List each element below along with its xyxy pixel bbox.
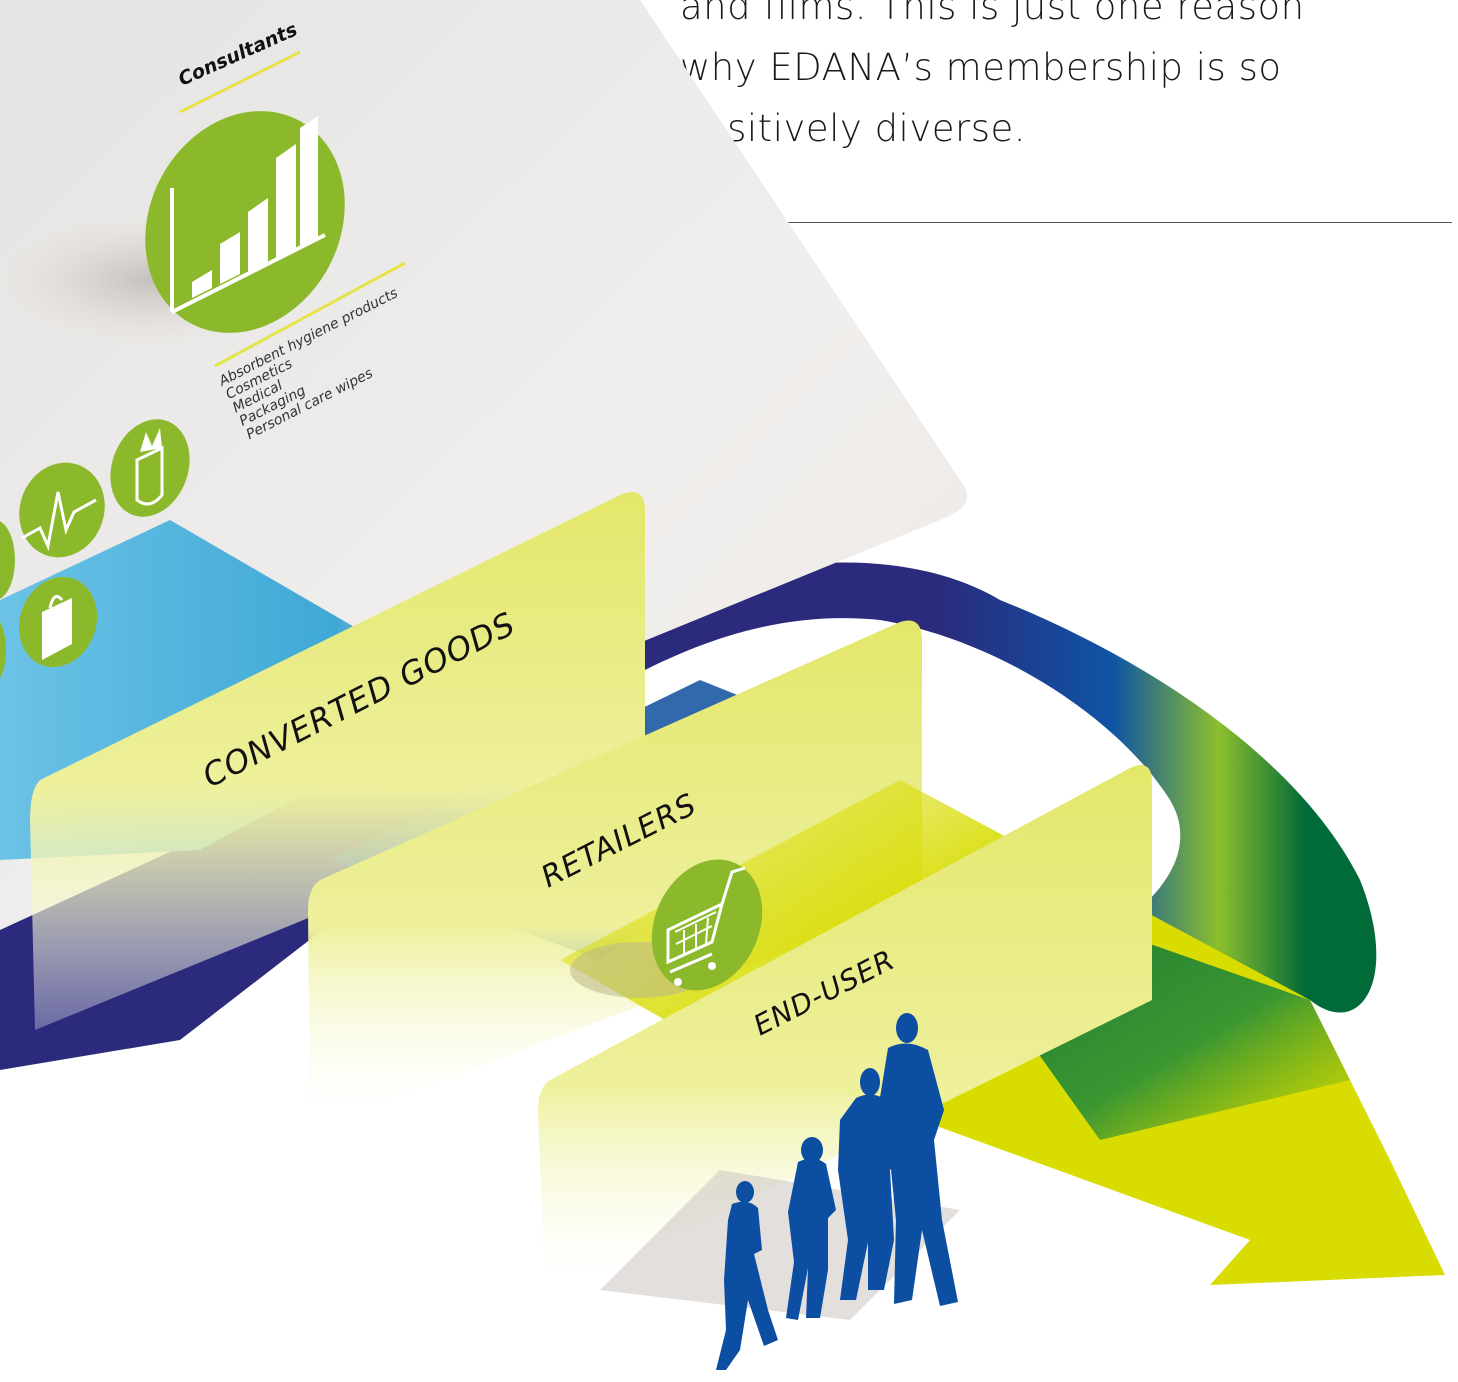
wipes-dispenser-icon bbox=[110, 419, 190, 517]
converted-goods-card bbox=[30, 492, 645, 1031]
retailers-card bbox=[308, 620, 922, 1130]
intro-paragraph: and films. This is just one reason why E… bbox=[680, 0, 1440, 159]
flow-ribbon bbox=[500, 562, 1377, 1013]
intro-line: and films. This is just one reason bbox=[680, 0, 1305, 28]
end-user-card bbox=[538, 765, 1152, 1300]
intro-line: why EDANA’s membership is so bbox=[680, 46, 1282, 89]
shopping-cart-icon bbox=[651, 859, 763, 991]
bar-chart-icon bbox=[145, 111, 345, 333]
shopping-bag-icon bbox=[18, 576, 98, 668]
family-silhouette-icon bbox=[716, 1013, 958, 1370]
intro-line: positively diverse. bbox=[680, 107, 1027, 150]
heartbeat-icon bbox=[19, 462, 105, 558]
divider-rule bbox=[680, 222, 1452, 223]
